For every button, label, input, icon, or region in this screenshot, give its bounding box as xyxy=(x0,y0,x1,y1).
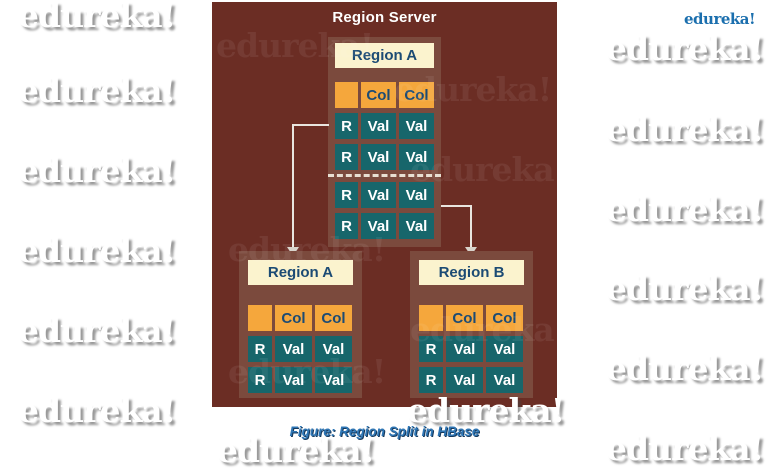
table-row: R Val Val xyxy=(248,336,353,362)
col-header-cell: Col xyxy=(446,305,483,331)
region-label: Region A xyxy=(248,260,353,285)
value-cell: Val xyxy=(399,182,434,208)
arrow-right-vertical-segment xyxy=(470,205,472,248)
row-key-cell: R xyxy=(335,144,358,170)
value-cell: Val xyxy=(361,182,396,208)
value-cell: Val xyxy=(399,113,434,139)
table-header-row: Col Col xyxy=(419,305,524,331)
panel-title: Region Server xyxy=(332,9,437,26)
table-row: R Val Val xyxy=(335,113,434,139)
col-header-cell: Col xyxy=(275,305,312,331)
row-key-cell: R xyxy=(248,336,272,362)
value-cell: Val xyxy=(399,144,434,170)
col-header-cell: Col xyxy=(361,82,396,108)
watermark: edureka! xyxy=(18,71,176,110)
region-split-dashed-line xyxy=(328,174,441,177)
value-cell: Val xyxy=(315,336,352,362)
table-row: R Val Val xyxy=(335,213,434,239)
watermark: edureka! xyxy=(606,349,764,388)
value-cell: Val xyxy=(361,213,396,239)
region-label: Region B xyxy=(419,260,524,285)
row-key-cell: R xyxy=(335,113,358,139)
value-cell: Val xyxy=(446,367,483,393)
corner-cell xyxy=(248,305,272,331)
watermark: edureka! xyxy=(606,190,764,229)
split-table-region-a: Region A Col Col R Val Val R Val Val xyxy=(239,251,362,398)
arrow-right-horizontal-segment xyxy=(441,205,472,207)
region-label: Region A xyxy=(335,43,434,68)
table-row: R Val Val xyxy=(419,336,524,362)
edureka-logo: edureka! xyxy=(684,10,756,28)
watermark: edureka! xyxy=(18,391,176,430)
row-key-cell: R xyxy=(419,336,443,362)
value-cell: Val xyxy=(275,367,312,393)
table-row: R Val Val xyxy=(335,144,434,170)
value-cell: Val xyxy=(446,336,483,362)
value-cell: Val xyxy=(275,336,312,362)
arrow-left-horizontal-segment xyxy=(292,124,329,126)
watermark: edureka! xyxy=(18,311,176,350)
watermark: edureka! xyxy=(18,151,176,190)
table-row: R Val Val xyxy=(248,367,353,393)
watermark: edureka! xyxy=(606,269,764,308)
watermark: edureka! xyxy=(18,0,176,35)
value-cell: Val xyxy=(315,367,352,393)
value-cell: Val xyxy=(486,367,523,393)
table-row: R Val Val xyxy=(419,367,524,393)
watermark: edureka! xyxy=(18,231,176,270)
watermark: edureka! xyxy=(606,110,764,149)
watermark: edureka! xyxy=(606,429,764,468)
table-header-row: Col Col xyxy=(248,305,353,331)
corner-cell xyxy=(335,82,358,108)
col-header-cell: Col xyxy=(399,82,434,108)
split-table-region-b: Region B Col Col R Val Val R Val Val xyxy=(410,251,533,398)
row-key-cell: R xyxy=(335,182,358,208)
main-region-table: Region A Col Col R Val Val R Val Val R V… xyxy=(328,37,441,247)
figure-caption: Figure: Region Split in HBase xyxy=(289,424,480,439)
value-cell: Val xyxy=(361,113,396,139)
region-server-panel: Region Server Region A Col Col R Val Val… xyxy=(212,2,557,407)
value-cell: Val xyxy=(486,336,523,362)
table-header-row: Col Col xyxy=(335,82,434,108)
arrow-left-vertical-segment xyxy=(292,124,294,248)
watermark: edureka! xyxy=(606,29,764,68)
row-key-cell: R xyxy=(335,213,358,239)
corner-cell xyxy=(419,305,443,331)
table-row: R Val Val xyxy=(335,182,434,208)
row-key-cell: R xyxy=(419,367,443,393)
col-header-cell: Col xyxy=(315,305,352,331)
value-cell: Val xyxy=(399,213,434,239)
value-cell: Val xyxy=(361,144,396,170)
row-key-cell: R xyxy=(248,367,272,393)
col-header-cell: Col xyxy=(486,305,523,331)
